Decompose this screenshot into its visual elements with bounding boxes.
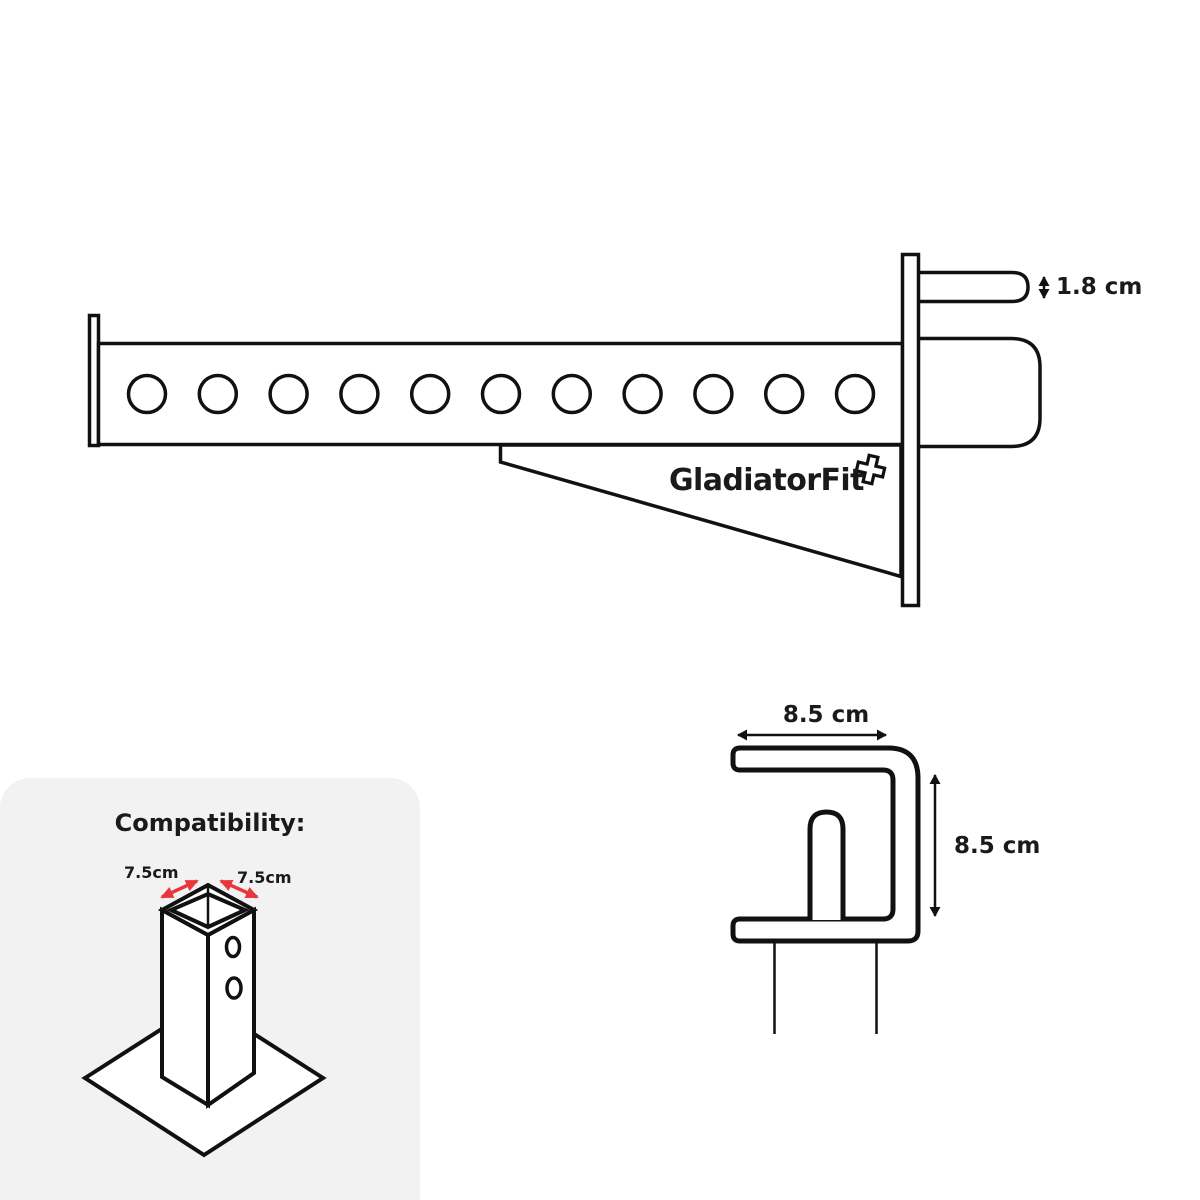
pin-diameter-label: 1.8 cm bbox=[1056, 274, 1143, 300]
beam-hole bbox=[480, 373, 522, 415]
beam-hole bbox=[126, 373, 168, 415]
plus-cross-icon bbox=[854, 453, 887, 486]
spotter-arm-diagram bbox=[87, 252, 1050, 608]
clamp-body bbox=[730, 745, 921, 944]
post-width-arrow bbox=[160, 879, 199, 899]
beam-hole bbox=[622, 373, 663, 415]
post-width-label: 7.5cm bbox=[124, 863, 179, 882]
post-depth-arrow bbox=[219, 879, 259, 899]
brand-logo-text: GladiatorFit bbox=[669, 463, 864, 498]
post-left-face bbox=[160, 906, 210, 1109]
beam-hole bbox=[693, 373, 734, 415]
clamp-profile-diagram bbox=[730, 729, 941, 1034]
beam-hole bbox=[409, 373, 451, 415]
rack-post-illustration bbox=[81, 879, 327, 1158]
beam-hole bbox=[197, 373, 239, 415]
beam-hole bbox=[551, 373, 593, 415]
arm-right-extension bbox=[918, 336, 1042, 449]
clamp-width-label: 8.5 cm bbox=[782, 702, 870, 728]
post-hole bbox=[224, 935, 242, 959]
post-depth-label: 7.5cm bbox=[237, 868, 292, 887]
beam-holes bbox=[126, 373, 876, 415]
beam-hole bbox=[339, 373, 380, 415]
clamp-height-label: 8.5 cm bbox=[954, 833, 1041, 859]
beam-hole bbox=[834, 373, 876, 415]
beam-hole bbox=[268, 373, 309, 415]
beam-hole bbox=[763, 373, 805, 415]
compatibility-title: Compatibility: bbox=[114, 809, 306, 837]
clamp-pin bbox=[807, 809, 846, 920]
mount-pin bbox=[918, 270, 1030, 304]
mount-plate bbox=[900, 252, 921, 608]
post-hole bbox=[225, 976, 243, 1000]
